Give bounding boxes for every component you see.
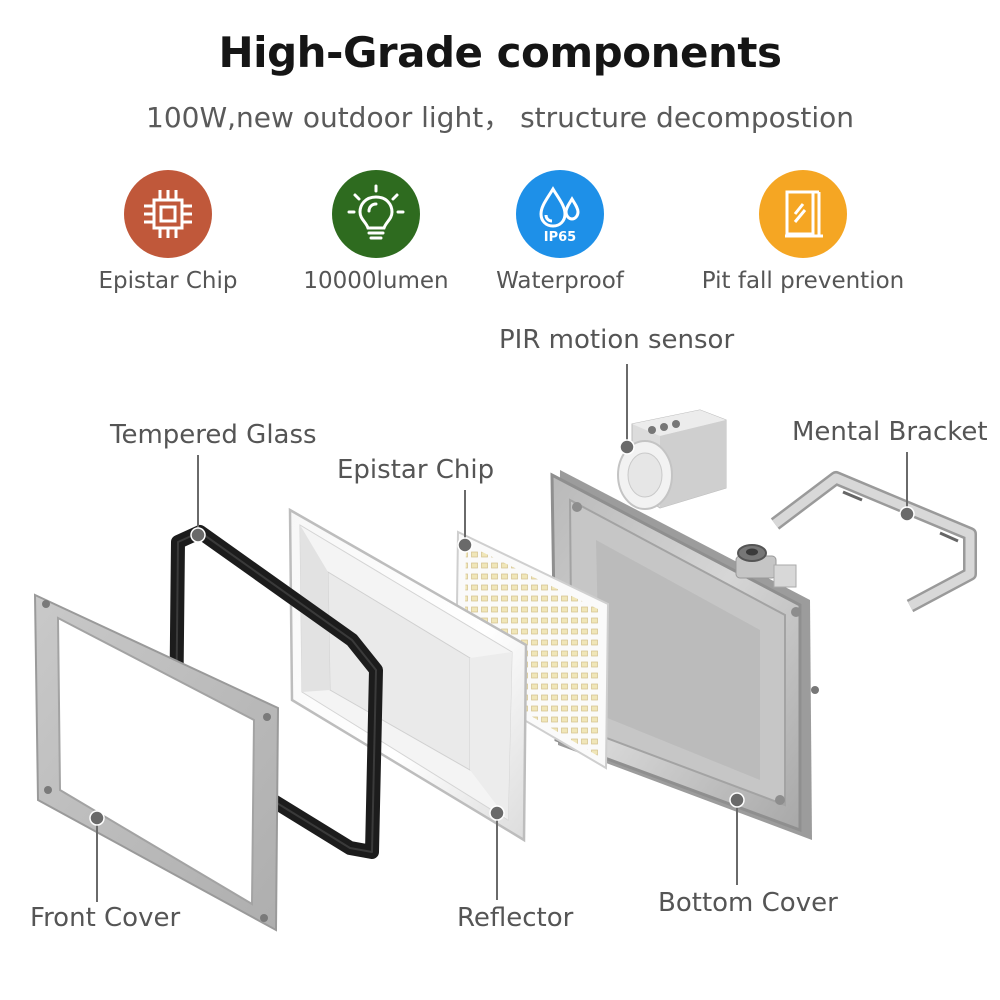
- label-tempered-glass: Tempered Glass: [110, 420, 317, 450]
- front-cover: [33, 593, 280, 932]
- feature-lumen: 10000lumen: [256, 170, 496, 294]
- label-bottom-cover: Bottom Cover: [658, 888, 838, 918]
- pir-motion-sensor: [617, 409, 727, 510]
- feature-epistar-chip: Epistar Chip: [48, 170, 288, 294]
- bottom-cover: [550, 470, 819, 840]
- feature-label: Epistar Chip: [98, 268, 238, 294]
- page-subtitle: 100W,new outdoor light， structure decomp…: [146, 101, 854, 134]
- water-drop-icon: IP65: [516, 170, 604, 258]
- leader-dots: [89, 439, 915, 826]
- chip-icon: [124, 170, 212, 258]
- feature-pit-fall: Pit fall prevention: [683, 170, 923, 294]
- label-front-cover: Front Cover: [30, 903, 181, 933]
- feature-label: Waterproof: [496, 268, 624, 294]
- label-pir-motion-sensor: PIR motion sensor: [499, 325, 735, 355]
- glass-pane-icon: [759, 170, 847, 258]
- mental-bracket: [770, 471, 977, 613]
- label-mental-bracket: Mental Bracket: [792, 417, 988, 447]
- feature-waterproof: IP65 Waterproof: [440, 170, 680, 294]
- leader-lines: [96, 364, 908, 902]
- feature-label: 10000lumen: [303, 268, 449, 294]
- led-chip-board: [454, 530, 610, 770]
- ip65-badge: IP65: [544, 230, 576, 245]
- light-bulb-icon: [332, 170, 420, 258]
- label-epistar-chip: Epistar Chip: [337, 455, 495, 485]
- label-reflector: Reflector: [457, 903, 574, 933]
- feature-label: Pit fall prevention: [701, 268, 905, 294]
- page-title: High-Grade components: [218, 28, 782, 77]
